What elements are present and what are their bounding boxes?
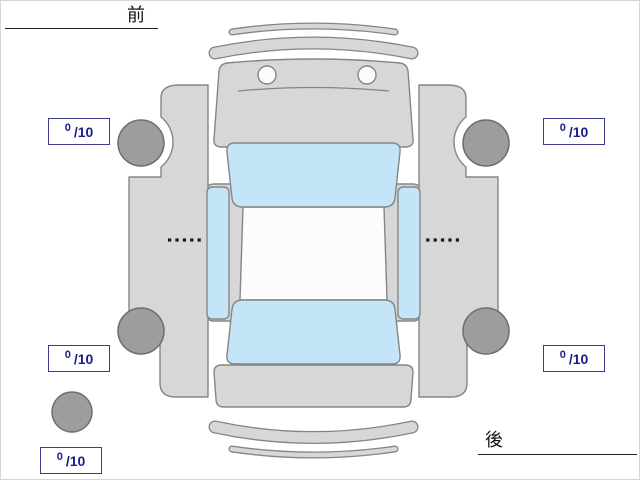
- rear-bumper-fill: [209, 421, 418, 443]
- score-denominator: /10: [65, 452, 86, 469]
- trunk-lid: [213, 364, 414, 408]
- score-box-spare: 0 /10: [40, 447, 102, 474]
- rear-bumper-lip-fill: [229, 446, 398, 458]
- score-box-front-right: 0 /10: [543, 118, 605, 145]
- rear-window-glass: [226, 299, 401, 365]
- cowl-group: [237, 86, 390, 92]
- score-box-rear-right: 0 /10: [543, 345, 605, 372]
- front-label-underline: [5, 28, 158, 29]
- score-numerator: 0: [559, 121, 566, 134]
- rear-label: 後: [485, 430, 503, 450]
- score-numerator: 0: [64, 121, 71, 134]
- hood: [213, 58, 414, 148]
- right-side-window-glass: [397, 186, 421, 320]
- wheels-group: [51, 119, 510, 433]
- bumper-fill-group: [209, 23, 418, 458]
- score-numerator: 0: [56, 450, 63, 463]
- spare-tire: [51, 391, 93, 433]
- front-bumper-fill: [209, 37, 418, 59]
- hood-details-group: [257, 65, 377, 85]
- cowl-line: [237, 86, 390, 92]
- score-denominator: /10: [568, 350, 589, 367]
- rear-right-wheel: [462, 307, 510, 355]
- windows-group: [206, 142, 421, 365]
- roof-group: [239, 206, 388, 301]
- front-left-wheel: [117, 119, 165, 167]
- rear-left-wheel: [117, 307, 165, 355]
- left-side-window-glass: [206, 186, 230, 320]
- score-box-rear-left: 0 /10: [48, 345, 110, 372]
- hood-right-circle: [357, 65, 377, 85]
- score-numerator: 0: [64, 348, 71, 361]
- hood-left-circle: [257, 65, 277, 85]
- score-denominator: /10: [73, 350, 94, 367]
- rear-label-underline: [478, 454, 637, 455]
- front-label: 前: [127, 5, 145, 25]
- windshield-glass: [226, 142, 401, 208]
- score-numerator: 0: [559, 348, 566, 361]
- score-denominator: /10: [568, 123, 589, 140]
- score-box-front-left: 0 /10: [48, 118, 110, 145]
- front-bumper-lip-fill: [229, 23, 398, 35]
- roof-panel: [239, 206, 388, 301]
- front-right-wheel: [462, 119, 510, 167]
- score-denominator: /10: [73, 123, 94, 140]
